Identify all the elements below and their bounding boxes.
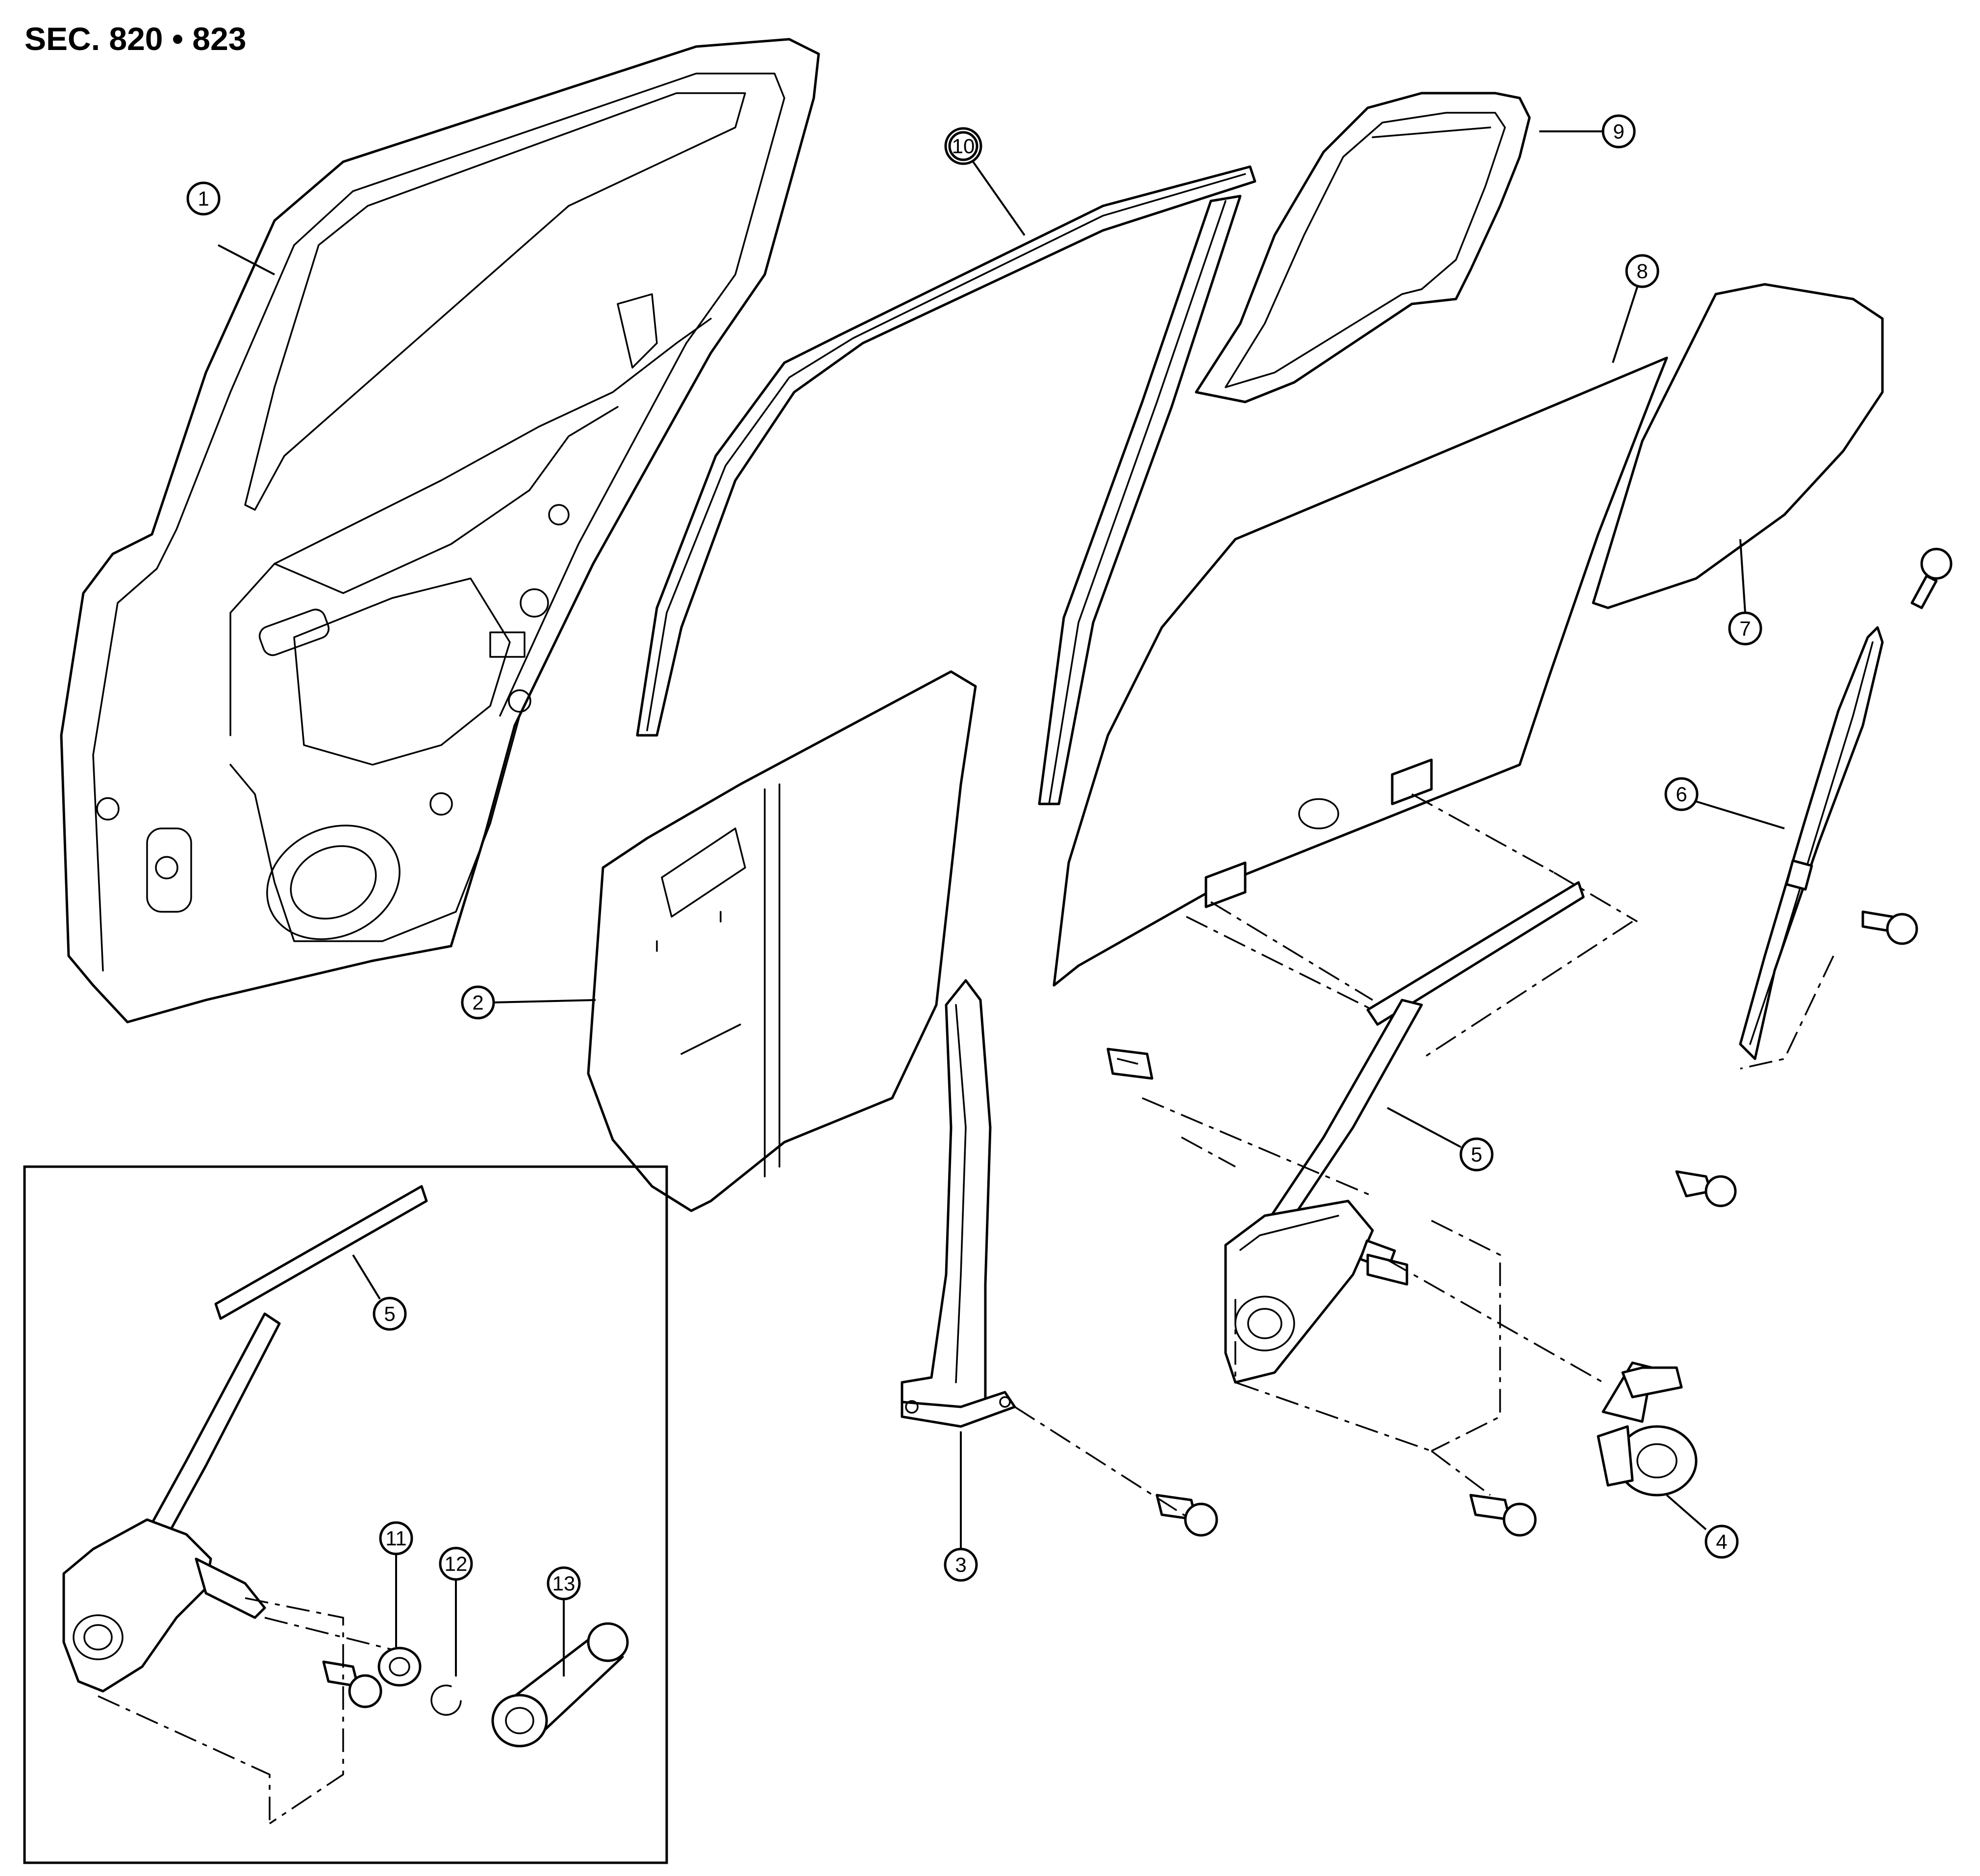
svg-text:1: 1 bbox=[198, 187, 209, 210]
callout-7: 7 bbox=[1728, 539, 1762, 646]
svg-text:13: 13 bbox=[552, 1572, 576, 1595]
snap-ring bbox=[430, 1684, 462, 1716]
rear-sash bbox=[901, 979, 1016, 1428]
svg-text:3: 3 bbox=[955, 1553, 966, 1576]
callout-8: 8 bbox=[1612, 254, 1659, 363]
door-sash-channel bbox=[636, 165, 1256, 805]
inset-manual-regulator bbox=[62, 1185, 428, 1825]
sealing-screen bbox=[587, 670, 977, 1212]
regulator-dashed-box bbox=[1142, 1097, 1604, 1496]
regulator-motor bbox=[1597, 1361, 1698, 1497]
window-regulator bbox=[1224, 881, 1585, 1384]
glass-run-rubber bbox=[1195, 92, 1531, 403]
svg-text:7: 7 bbox=[1739, 617, 1751, 640]
callout-1: 1 bbox=[186, 181, 275, 275]
svg-text:5: 5 bbox=[384, 1302, 395, 1326]
callout-6: 6 bbox=[1664, 777, 1785, 829]
svg-text:2: 2 bbox=[472, 991, 483, 1014]
svg-text:4: 4 bbox=[1716, 1530, 1727, 1553]
callout-5-main: 5 bbox=[1387, 1107, 1494, 1172]
clip bbox=[1910, 548, 1953, 609]
svg-text:10: 10 bbox=[952, 135, 975, 158]
svg-text:8: 8 bbox=[1636, 260, 1648, 283]
callout-2: 2 bbox=[461, 985, 596, 1020]
section-label: SEC. 820 • 823 bbox=[25, 21, 246, 57]
svg-text:12: 12 bbox=[445, 1552, 468, 1576]
bolt bbox=[322, 1660, 382, 1708]
rear-door-panel bbox=[60, 38, 820, 1024]
callout-4: 4 bbox=[1666, 1494, 1739, 1559]
bolt-sash bbox=[1861, 910, 1918, 945]
svg-text:11: 11 bbox=[385, 1527, 407, 1550]
callout-12: 12 bbox=[439, 1547, 473, 1676]
callout-13: 13 bbox=[547, 1566, 581, 1676]
rear-lower-sash bbox=[1739, 626, 1884, 1060]
callout-10: 10 bbox=[944, 127, 1026, 236]
svg-text:6: 6 bbox=[1676, 783, 1687, 806]
callout-9: 9 bbox=[1539, 114, 1636, 149]
svg-text:9: 9 bbox=[1613, 120, 1624, 143]
dashed-lines bbox=[1014, 793, 1834, 1521]
regulator-handle bbox=[491, 1622, 629, 1748]
callout-3: 3 bbox=[944, 1431, 978, 1582]
callout-11: 11 bbox=[379, 1521, 413, 1647]
svg-text:5: 5 bbox=[1471, 1143, 1482, 1166]
washer bbox=[377, 1647, 422, 1687]
callout-5-inset: 5 bbox=[352, 1254, 407, 1331]
door-glass bbox=[1053, 356, 1668, 987]
bolt bbox=[1675, 1170, 1737, 1207]
bolt bbox=[1106, 1048, 1153, 1080]
inset-frame bbox=[23, 1165, 668, 1864]
bolt bbox=[1469, 1494, 1537, 1537]
quarter-glass bbox=[1592, 283, 1884, 609]
bolt bbox=[1155, 1494, 1218, 1537]
